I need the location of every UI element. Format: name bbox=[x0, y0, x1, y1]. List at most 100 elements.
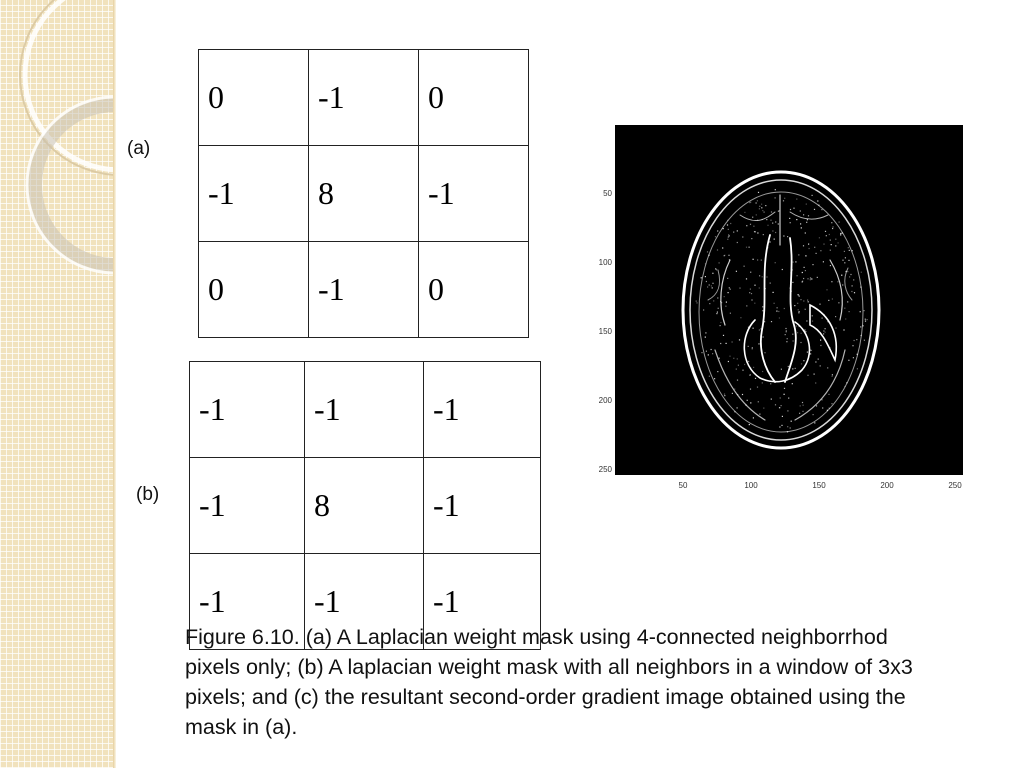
edge-speckle bbox=[811, 194, 813, 196]
edge-speckle bbox=[752, 258, 754, 260]
edge-speckle bbox=[742, 236, 744, 238]
brain-edge-map bbox=[681, 170, 881, 450]
mask-cell: -1 bbox=[308, 49, 419, 146]
edge-speckle bbox=[864, 320, 867, 322]
edge-speckle bbox=[735, 368, 737, 370]
edge-speckle bbox=[759, 413, 761, 415]
edge-speckle bbox=[717, 297, 719, 299]
edge-speckle bbox=[733, 231, 735, 233]
edge-speckle bbox=[848, 311, 850, 313]
mask-row: 0 -1 0 bbox=[198, 49, 529, 146]
edge-speckle bbox=[800, 341, 802, 344]
edge-speckle bbox=[809, 349, 811, 351]
edge-speckle bbox=[793, 207, 795, 209]
edge-speckle bbox=[856, 339, 858, 341]
edge-speckle bbox=[719, 325, 721, 327]
edge-speckle bbox=[750, 367, 752, 369]
edge-speckle bbox=[811, 320, 814, 322]
edge-speckle bbox=[705, 280, 707, 283]
edge-speckle bbox=[805, 331, 807, 333]
edge-speckle bbox=[853, 279, 855, 281]
edge-speckle bbox=[802, 245, 805, 247]
edge-speckle bbox=[846, 382, 848, 384]
edge-speckle bbox=[783, 307, 785, 310]
edge-speckle bbox=[784, 334, 786, 336]
mask-row: -1 -1 -1 bbox=[189, 553, 541, 650]
edge-speckle bbox=[717, 371, 719, 373]
laplacian-mask-b: -1 -1 -1 -1 8 -1 -1 -1 -1 bbox=[189, 361, 541, 650]
mask-cell: 8 bbox=[304, 457, 424, 554]
edge-speckle bbox=[831, 403, 833, 405]
edge-speckle bbox=[838, 221, 840, 223]
edge-speckle bbox=[807, 299, 809, 301]
edge-speckle bbox=[811, 278, 813, 280]
edge-speckle bbox=[801, 401, 804, 404]
edge-speckle bbox=[766, 276, 768, 278]
edge-speckle bbox=[840, 234, 842, 236]
edge-speckle bbox=[758, 329, 760, 331]
edge-speckle bbox=[824, 328, 826, 330]
edge-speckle bbox=[779, 426, 781, 428]
edge-speckle bbox=[828, 407, 830, 409]
edge-speckle bbox=[805, 203, 807, 205]
edge-speckle bbox=[807, 278, 809, 280]
edge-speckle bbox=[798, 312, 800, 314]
edge-speckle bbox=[785, 330, 787, 332]
edge-speckle bbox=[844, 307, 846, 309]
edge-speckle bbox=[799, 412, 801, 414]
edge-speckle bbox=[809, 348, 811, 350]
edge-speckle bbox=[735, 270, 737, 272]
edge-speckle bbox=[749, 292, 751, 294]
edge-speckle bbox=[820, 339, 822, 341]
edge-speckle bbox=[820, 250, 822, 252]
edge-speckle bbox=[805, 255, 807, 257]
edge-speckle bbox=[822, 407, 824, 409]
edge-speckle bbox=[762, 336, 764, 338]
edge-speckle bbox=[725, 301, 727, 303]
edge-speckle bbox=[767, 247, 769, 249]
edge-speckle bbox=[723, 296, 725, 298]
edge-speckle bbox=[863, 339, 865, 341]
edge-speckle bbox=[696, 302, 698, 304]
mask-cell: 0 bbox=[418, 49, 529, 146]
edge-speckle bbox=[748, 424, 750, 426]
edge-speckle bbox=[708, 254, 710, 256]
edge-speckle bbox=[829, 347, 831, 349]
edge-speckle bbox=[745, 278, 748, 280]
edge-speckle bbox=[860, 334, 862, 337]
edge-speckle bbox=[713, 300, 715, 302]
edge-speckle bbox=[797, 294, 799, 296]
edge-speckle bbox=[847, 301, 849, 303]
edge-speckle bbox=[758, 287, 760, 289]
edge-speckle bbox=[851, 250, 853, 252]
edge-speckle bbox=[819, 303, 821, 305]
edge-speckle bbox=[727, 219, 729, 221]
edge-speckle bbox=[845, 318, 847, 320]
edge-speckle bbox=[728, 235, 730, 237]
edge-speckle bbox=[770, 211, 773, 213]
edge-speckle bbox=[716, 313, 718, 315]
edge-speckle bbox=[773, 302, 775, 304]
edge-speckle bbox=[745, 404, 747, 406]
edge-speckle bbox=[796, 198, 798, 200]
edge-speckle bbox=[792, 281, 794, 283]
edge-speckle bbox=[851, 290, 853, 293]
edge-speckle bbox=[746, 399, 748, 401]
edge-speckle bbox=[749, 388, 752, 390]
edge-speckle bbox=[798, 325, 800, 328]
edge-speckle bbox=[753, 366, 755, 368]
edge-speckle bbox=[845, 270, 847, 273]
edge-speckle bbox=[821, 312, 823, 314]
edge-speckle bbox=[745, 246, 748, 248]
edge-speckle bbox=[797, 309, 799, 311]
edge-speckle bbox=[714, 378, 716, 380]
edge-speckle bbox=[723, 393, 726, 395]
edge-speckle bbox=[806, 221, 808, 223]
edge-speckle bbox=[813, 208, 816, 210]
edge-speckle bbox=[848, 259, 850, 261]
edge-speckle bbox=[757, 401, 759, 403]
edge-speckle bbox=[786, 338, 788, 340]
edge-speckle bbox=[859, 311, 861, 313]
edge-speckle bbox=[750, 271, 752, 273]
edge-speckle bbox=[770, 219, 772, 221]
